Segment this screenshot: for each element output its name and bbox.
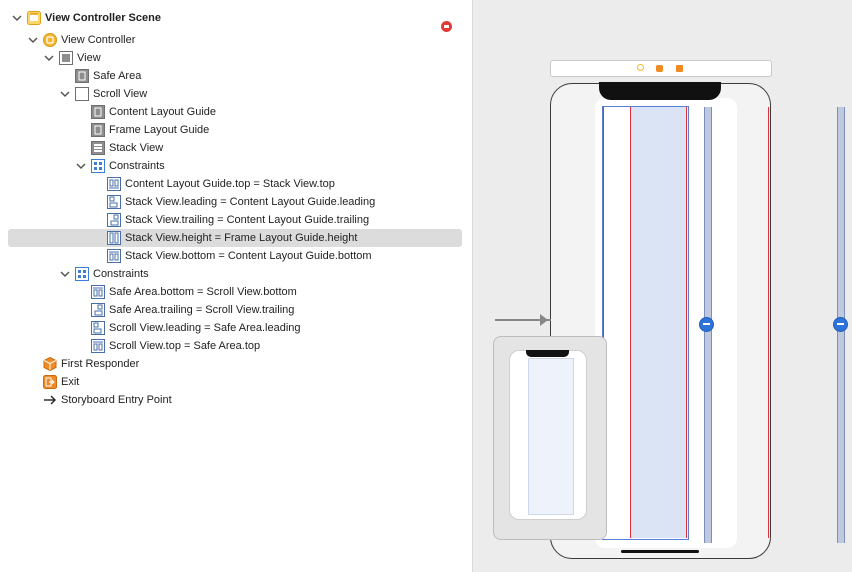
resize-handle-icon[interactable] (833, 317, 848, 332)
arrow-right-icon (540, 314, 548, 326)
outline-label: Safe Area (93, 70, 142, 82)
scene-dock[interactable] (550, 60, 772, 77)
outline-label: Stack View.bottom = Content Layout Guide… (125, 250, 372, 262)
outline-label: First Responder (61, 358, 140, 370)
stack-view-outline[interactable] (602, 106, 689, 540)
entry-point-arrow[interactable] (495, 319, 551, 321)
outline-row-view-controller[interactable]: View Controller (0, 31, 472, 49)
outline-row-view[interactable]: View (0, 49, 472, 67)
device-notch (599, 82, 721, 100)
outline-row-constraint[interactable]: Safe Area.bottom = Scroll View.bottom (0, 283, 472, 301)
top-constraint-icon (107, 177, 121, 191)
panel-divider[interactable] (472, 0, 473, 572)
outline-row-constraint[interactable]: Stack View.bottom = Content Layout Guide… (0, 247, 472, 265)
outline-label: Storyboard Entry Point (61, 394, 172, 406)
trailing-constraint-icon (91, 303, 105, 317)
leading-constraint-icon (107, 195, 121, 209)
constraint-line-leading[interactable] (603, 107, 604, 538)
trailing-constraint-icon (107, 213, 121, 227)
outline-label: Scroll View (93, 88, 148, 100)
stack-view-icon (91, 141, 105, 155)
outline-row-constraint[interactable]: Scroll View.top = Safe Area.top (0, 337, 472, 355)
content-fill (631, 107, 686, 538)
outline-row-constraint[interactable]: Stack View.trailing = Content Layout Gui… (0, 211, 472, 229)
view-controller-icon (43, 33, 57, 47)
home-indicator (621, 550, 699, 553)
selection-highlight (8, 229, 462, 247)
outline-label: Stack View.leading = Content Layout Guid… (125, 196, 376, 208)
outline-label: View (77, 52, 101, 64)
leading-constraint-icon (91, 321, 105, 335)
outline-label: Content Layout Guide.top = Stack View.to… (125, 178, 335, 190)
outline-row-first-responder[interactable]: First Responder (0, 355, 472, 373)
outline-row-constraints[interactable]: Constraints (0, 157, 472, 175)
resize-handle-icon[interactable] (699, 317, 714, 332)
outline-row-constraint[interactable]: Stack View.leading = Content Layout Guid… (0, 193, 472, 211)
document-outline: View Controller Scene View Controller Vi… (0, 9, 472, 409)
cube-icon (43, 356, 57, 372)
arrow-right-icon (43, 393, 57, 407)
chevron-down-icon[interactable] (44, 53, 54, 63)
view-icon (59, 51, 73, 65)
outline-row-frame-layout-guide[interactable]: Frame Layout Guide (0, 121, 472, 139)
layout-guide-icon (75, 69, 89, 83)
exit-icon (43, 375, 57, 389)
outline-label: Stack View.height = Frame Layout Guide.h… (125, 232, 358, 244)
outline-row-stack-view[interactable]: Stack View (0, 139, 472, 157)
outline-label: Stack View.trailing = Content Layout Gui… (125, 214, 370, 226)
chevron-down-icon[interactable] (60, 269, 70, 279)
outline-label: Constraints (109, 160, 165, 172)
chevron-down-icon[interactable] (76, 161, 86, 171)
outline-label: Exit (61, 376, 80, 388)
chevron-down-icon[interactable] (12, 13, 22, 23)
constraints-icon (75, 267, 89, 281)
outline-row-scene[interactable]: View Controller Scene (0, 9, 472, 32)
outline-row-constraint-selected[interactable]: Stack View.height = Frame Layout Guide.h… (0, 229, 472, 247)
outline-label: Safe Area.trailing = Scroll View.trailin… (109, 304, 295, 316)
error-indicator-icon[interactable] (441, 21, 452, 32)
chevron-down-icon[interactable] (28, 35, 38, 45)
outline-label: Scroll View.top = Safe Area.top (109, 340, 261, 352)
constraint-line-outer[interactable] (768, 107, 769, 538)
layout-guide-icon (91, 105, 105, 119)
constraint-line-inner[interactable] (630, 107, 631, 538)
cube-icon[interactable] (656, 65, 663, 72)
outline-label: Content Layout Guide (109, 106, 217, 118)
outline-row-scroll-view[interactable]: Scroll View (0, 85, 472, 103)
bottom-constraint-icon (107, 249, 121, 263)
chevron-down-icon[interactable] (60, 89, 70, 99)
outline-row-safe-area[interactable]: Safe Area (0, 67, 472, 85)
height-constraint-icon (107, 231, 121, 245)
bottom-constraint-icon (91, 285, 105, 299)
outline-row-constraint[interactable]: Content Layout Guide.top = Stack View.to… (0, 175, 472, 193)
outline-row-constraint[interactable]: Scroll View.leading = Safe Area.leading (0, 319, 472, 337)
view-controller-icon[interactable] (637, 64, 644, 71)
outline-row-exit[interactable]: Exit (0, 373, 472, 391)
outline-row-content-layout-guide[interactable]: Content Layout Guide (0, 103, 472, 121)
preview-screen (528, 358, 574, 515)
exit-icon[interactable] (676, 65, 683, 72)
outline-label: Safe Area.bottom = Scroll View.bottom (109, 286, 297, 298)
layout-guide-icon (91, 123, 105, 137)
storyboard-canvas[interactable] (473, 0, 852, 572)
outline-label: Stack View (109, 142, 164, 154)
outline-label: Frame Layout Guide (109, 124, 210, 136)
outline-row-entry-point[interactable]: Storyboard Entry Point (0, 391, 472, 409)
outline-label: Scroll View.leading = Safe Area.leading (109, 322, 301, 334)
outline-label: View Controller (61, 34, 136, 46)
outline-label: Constraints (93, 268, 149, 280)
scroll-view-icon (75, 87, 89, 101)
outline-row-constraint[interactable]: Safe Area.trailing = Scroll View.trailin… (0, 301, 472, 319)
scene-icon (27, 11, 41, 25)
constraints-icon (91, 159, 105, 173)
top-constraint-icon (91, 339, 105, 353)
preview-notch (526, 350, 569, 357)
scene-title: View Controller Scene (45, 12, 161, 24)
constraint-line-trailing[interactable] (686, 107, 687, 538)
outline-row-constraints[interactable]: Constraints (0, 265, 472, 283)
